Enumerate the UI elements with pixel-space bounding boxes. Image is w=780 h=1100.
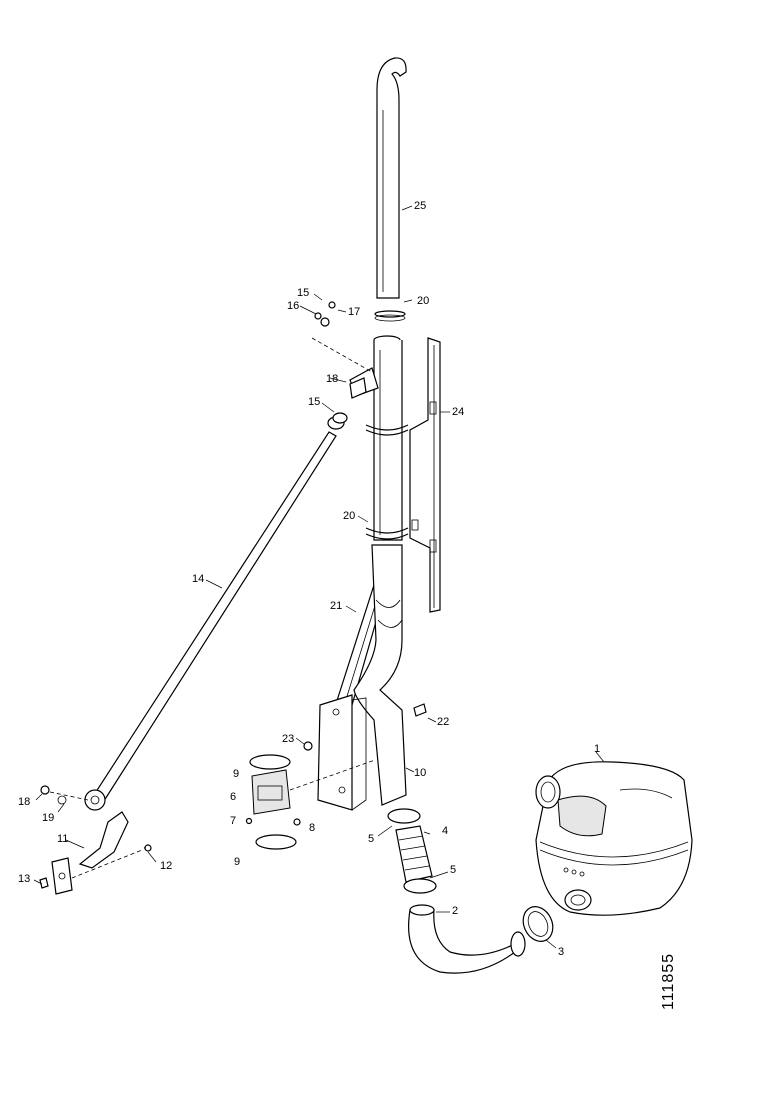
callout-5-upper: 5 xyxy=(368,833,375,845)
callout-10: 10 xyxy=(414,767,427,779)
lower-bend-pipe xyxy=(408,904,526,974)
outlet-clamp xyxy=(522,906,554,942)
callout-24: 24 xyxy=(452,406,465,418)
stay-rod xyxy=(84,416,345,811)
callout-8: 8 xyxy=(309,822,316,834)
callout-6: 6 xyxy=(230,791,237,803)
callout-11: 11 xyxy=(57,833,69,845)
callout-21: 21 xyxy=(330,600,343,612)
silencer xyxy=(535,761,693,916)
callout-9-upper: 9 xyxy=(233,768,240,780)
callout-23: 23 xyxy=(282,733,295,745)
heat-shield xyxy=(409,337,441,613)
callout-13: 13 xyxy=(18,873,31,885)
callout-18-left: 18 xyxy=(18,796,31,808)
callout-2: 2 xyxy=(452,905,459,917)
vertical-pipe xyxy=(349,335,409,541)
mount-bolts xyxy=(303,703,427,751)
callout-1: 1 xyxy=(594,743,601,755)
callout-15-lower: 15 xyxy=(308,396,321,408)
callout-20-lower: 20 xyxy=(343,510,356,522)
coupling-assembly xyxy=(245,754,376,850)
callout-12: 12 xyxy=(160,860,173,872)
upper-fasteners xyxy=(311,301,373,424)
flex-hose xyxy=(387,808,437,894)
top-clamp xyxy=(374,310,406,322)
leader-lines xyxy=(33,205,605,949)
callout-20-upper: 20 xyxy=(417,295,430,307)
callout-7: 7 xyxy=(230,815,237,827)
lower-bracket xyxy=(39,811,152,895)
callout-18-upper: 18 xyxy=(326,373,339,385)
callout-9-lower: 9 xyxy=(234,856,241,868)
rod-fasteners xyxy=(40,785,89,805)
callout-22: 22 xyxy=(437,716,450,728)
callout-15-upper: 15 xyxy=(297,287,310,299)
callout-19: 19 xyxy=(42,812,55,824)
callout-16: 16 xyxy=(287,300,300,312)
callout-14: 14 xyxy=(192,573,205,585)
tail-pipe xyxy=(376,57,407,299)
callout-3: 3 xyxy=(558,946,565,958)
callout-4: 4 xyxy=(442,825,449,837)
callout-5-lower: 5 xyxy=(450,864,457,876)
callout-17: 17 xyxy=(348,306,361,318)
figure-number: 111855 xyxy=(660,952,677,1010)
offset-pipe xyxy=(317,544,407,811)
callout-25: 25 xyxy=(414,200,427,212)
